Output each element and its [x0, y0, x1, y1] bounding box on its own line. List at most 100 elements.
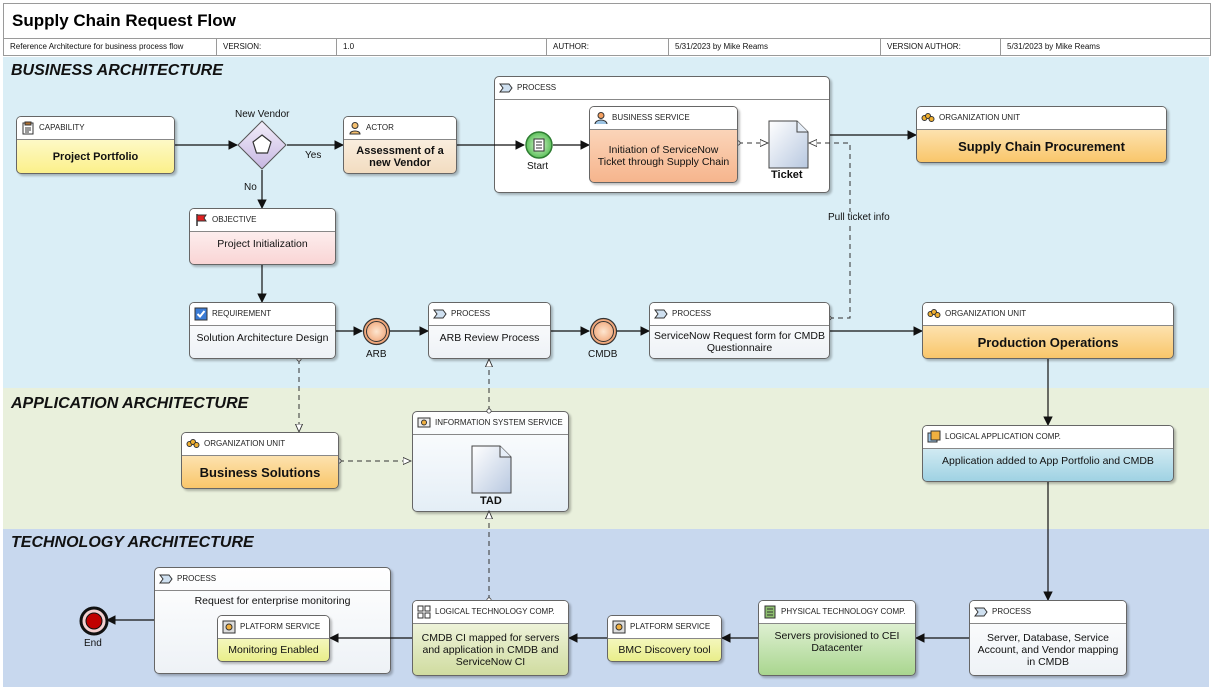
capability-type: CAPABILITY	[17, 117, 174, 140]
physical-technology-type: PHYSICAL TECHNOLOGY COMP.	[759, 601, 915, 624]
ticket-label: Ticket	[771, 169, 803, 181]
process-container-type: PROCESS	[495, 77, 829, 100]
logical-technology-type: LOGICAL TECHNOLOGY COMP.	[413, 601, 568, 624]
process-icon	[974, 607, 988, 617]
organization-icon	[927, 309, 941, 318]
gateway-label: New Vendor	[235, 109, 290, 120]
actor-node[interactable]: ACTOR Assessment of a new Vendor	[343, 116, 457, 174]
start-label: Start	[527, 161, 549, 172]
arb-review-process-node[interactable]: PROCESS ARB Review Process	[428, 302, 551, 359]
band-label-application: APPLICATION ARCHITECTURE	[11, 395, 249, 412]
platform-bmc-type: PLATFORM SERVICE	[608, 616, 721, 639]
capability-label: Project Portfolio	[52, 150, 139, 163]
org-production-node[interactable]: ORGANIZATION UNIT Production Operations	[922, 302, 1174, 359]
tad-document-icon[interactable]	[471, 445, 513, 495]
platform-monitoring-node[interactable]: PLATFORM SERVICE Monitoring Enabled	[217, 615, 330, 662]
objective-node[interactable]: OBJECTIVE Project Initialization	[189, 208, 336, 265]
logical-technology-node[interactable]: LOGICAL TECHNOLOGY COMP. CMDB CI mapped …	[412, 600, 569, 676]
actor-type: ACTOR	[344, 117, 456, 140]
requirement-type: REQUIREMENT	[190, 303, 335, 326]
servicenow-request-label: ServiceNow Request form for CMDB Questio…	[654, 330, 825, 354]
platform-bmc-node[interactable]: PLATFORM SERVICE BMC Discovery tool	[607, 615, 722, 662]
org-business-solutions-label: Business Solutions	[199, 464, 321, 480]
cmdb-event-label: CMDB	[588, 349, 618, 360]
meta-reference: Reference Architecture for business proc…	[4, 39, 217, 55]
cmdb-event-icon[interactable]	[589, 317, 618, 346]
person-icon	[349, 122, 361, 135]
gateway-no-label: No	[244, 182, 257, 193]
meta-author-label: AUTHOR:	[547, 39, 669, 55]
process-icon	[654, 309, 668, 319]
monitoring-process-type: PROCESS	[155, 568, 390, 591]
platform-monitoring-type: PLATFORM SERVICE	[218, 616, 329, 639]
server-mapping-process-type: PROCESS	[970, 601, 1126, 624]
server-icon	[764, 605, 776, 619]
start-event-icon[interactable]	[524, 130, 554, 160]
business-service-node[interactable]: BUSINESS SERVICE Initiation of ServiceNo…	[589, 106, 738, 183]
gateway-yes-label: Yes	[305, 150, 322, 161]
organization-icon	[921, 113, 935, 122]
platform-bmc-label: BMC Discovery tool	[618, 644, 711, 656]
physical-technology-node[interactable]: PHYSICAL TECHNOLOGY COMP. Servers provis…	[758, 600, 916, 676]
platform-gear-icon	[612, 620, 626, 634]
servicenow-request-type: PROCESS	[650, 303, 829, 326]
process-icon	[159, 574, 173, 584]
arb-review-process-type: PROCESS	[429, 303, 550, 326]
meta-version-author-label: VERSION AUTHOR:	[881, 39, 1001, 55]
server-mapping-process-label: Server, Database, Service Account, and V…	[977, 631, 1119, 668]
capability-node[interactable]: CAPABILITY Project Portfolio	[16, 116, 175, 174]
grid-icon	[417, 605, 431, 619]
org-supply-chain-label: Supply Chain Procurement	[958, 138, 1125, 154]
servicenow-request-node[interactable]: PROCESS ServiceNow Request form for CMDB…	[649, 302, 830, 359]
server-mapping-process-node[interactable]: PROCESS Server, Database, Service Accoun…	[969, 600, 1127, 676]
org-production-label: Production Operations	[977, 334, 1119, 350]
diagram-title-bar: Supply Chain Request Flow	[3, 3, 1211, 39]
organization-icon	[186, 439, 200, 448]
arb-event-label: ARB	[366, 349, 387, 360]
requirement-label: Solution Architecture Design	[196, 332, 329, 344]
edge-pull-ticket-info	[809, 143, 851, 318]
actor-label: Assessment of a new Vendor	[356, 144, 444, 169]
business-service-label: Initiation of ServiceNow Ticket through …	[597, 144, 730, 168]
ticket-document-icon[interactable]	[768, 120, 810, 170]
logical-technology-label: CMDB CI mapped for servers and applicati…	[421, 631, 560, 668]
clipboard-icon	[22, 121, 34, 135]
checkbox-icon	[194, 307, 208, 321]
requirement-node[interactable]: REQUIREMENT Solution Architecture Design	[189, 302, 336, 359]
objective-label: Project Initialization	[217, 238, 308, 250]
band-label-technology: TECHNOLOGY ARCHITECTURE	[11, 534, 254, 551]
gateway-diamond[interactable]	[237, 120, 287, 170]
band-label-business: BUSINESS ARCHITECTURE	[11, 62, 223, 79]
information-system-service-type: INFORMATION SYSTEM SERVICE	[413, 412, 568, 435]
metadata-row: Reference Architecture for business proc…	[3, 39, 1211, 56]
gear-screen-icon	[417, 417, 431, 428]
monitoring-process-label: Request for enterprise monitoring	[194, 595, 351, 607]
arb-review-process-label: ARB Review Process	[439, 332, 540, 344]
meta-version-author-value: 5/31/2023 by Mike Reams	[1007, 42, 1100, 51]
logical-application-label: Application added to App Portfolio and C…	[942, 455, 1154, 467]
platform-monitoring-label: Monitoring Enabled	[228, 644, 319, 656]
platform-gear-icon	[222, 620, 236, 634]
org-supply-chain-type: ORGANIZATION UNIT	[917, 107, 1166, 130]
physical-technology-label: Servers provisioned to CEI Datacenter	[774, 630, 900, 654]
org-supply-chain-node[interactable]: ORGANIZATION UNIT Supply Chain Procureme…	[916, 106, 1167, 163]
process-icon	[499, 83, 513, 93]
org-production-type: ORGANIZATION UNIT	[923, 303, 1173, 326]
end-event-icon[interactable]	[79, 606, 109, 636]
diagram-title: Supply Chain Request Flow	[12, 11, 236, 30]
meta-version-value: 1.0	[337, 39, 547, 55]
logical-application-type: LOGICAL APPLICATION COMP.	[923, 426, 1173, 449]
pull-ticket-label: Pull ticket info	[826, 212, 892, 223]
meta-version-label: VERSION:	[217, 39, 337, 55]
logical-application-node[interactable]: LOGICAL APPLICATION COMP. Application ad…	[922, 425, 1174, 482]
process-icon	[433, 309, 447, 319]
org-business-solutions-node[interactable]: ORGANIZATION UNIT Business Solutions	[181, 432, 339, 489]
service-person-icon	[594, 112, 608, 125]
meta-author-value: 5/31/2023 by Mike Reams	[669, 39, 881, 55]
business-service-type: BUSINESS SERVICE	[590, 107, 737, 130]
arb-event-icon[interactable]	[362, 317, 391, 346]
objective-type: OBJECTIVE	[190, 209, 335, 232]
org-business-solutions-type: ORGANIZATION UNIT	[182, 433, 338, 456]
end-label: End	[84, 638, 102, 649]
